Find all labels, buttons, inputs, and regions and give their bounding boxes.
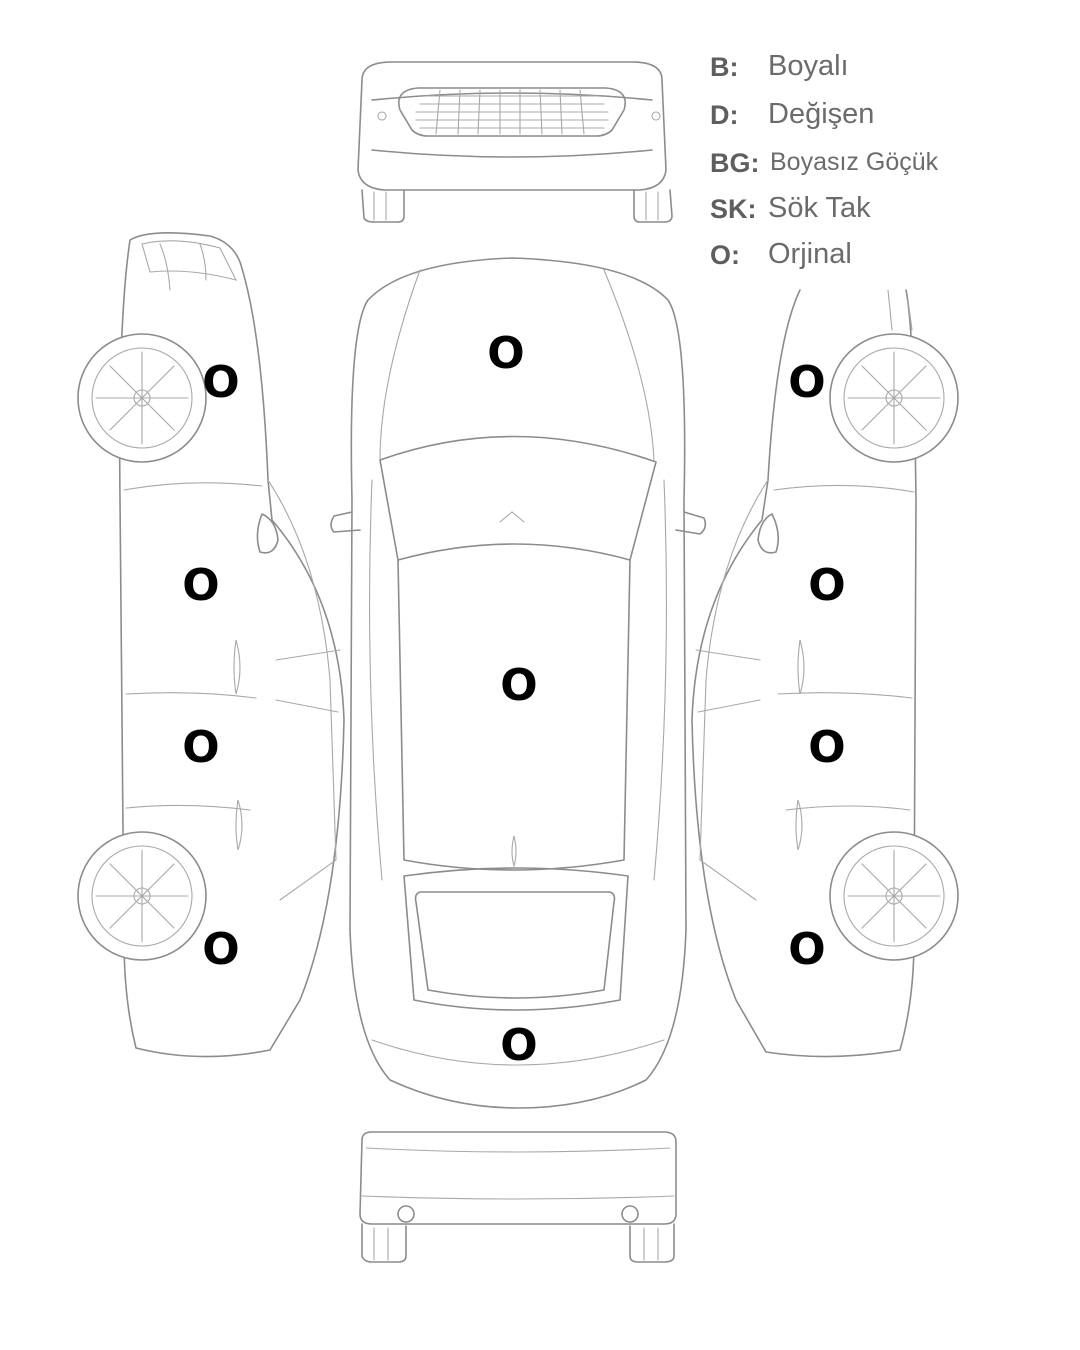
legend-label: Boyalı [768, 50, 849, 82]
front-bumper-view [357, 61, 673, 223]
car-top-view [330, 257, 707, 1109]
legend-code: SK: [710, 194, 757, 224]
rear-bumper-view [359, 1131, 677, 1263]
panel-mark-hood[interactable]: O [487, 328, 525, 379]
legend-label: Orjinal [768, 238, 852, 270]
panel-mark-left-rear-fender[interactable]: O [202, 924, 240, 975]
legend-label: Sök Tak [768, 192, 871, 224]
panel-mark-right-front-fender[interactable]: O [788, 357, 826, 408]
panel-mark-left-front-door[interactable]: O [182, 560, 220, 611]
legend-code: B: [710, 52, 739, 82]
panel-mark-roof[interactable]: O [500, 660, 538, 711]
legend-code: BG: [710, 148, 760, 178]
panel-mark-right-rear-fender[interactable]: O [788, 924, 826, 975]
panel-mark-right-rear-door[interactable]: O [808, 722, 846, 773]
legend-code: O: [710, 240, 740, 270]
car-left-side-view [77, 232, 345, 1058]
car-right-side-view [691, 289, 959, 1058]
legend-code: D: [710, 100, 739, 130]
panel-mark-trunk[interactable]: O [500, 1020, 538, 1071]
legend-label: Boyasız Göçük [770, 148, 939, 176]
legend-label: Değişen [768, 98, 875, 130]
panel-mark-left-front-fender[interactable]: O [202, 357, 240, 408]
panel-mark-left-rear-door[interactable]: O [182, 722, 220, 773]
panel-mark-right-front-door[interactable]: O [808, 560, 846, 611]
